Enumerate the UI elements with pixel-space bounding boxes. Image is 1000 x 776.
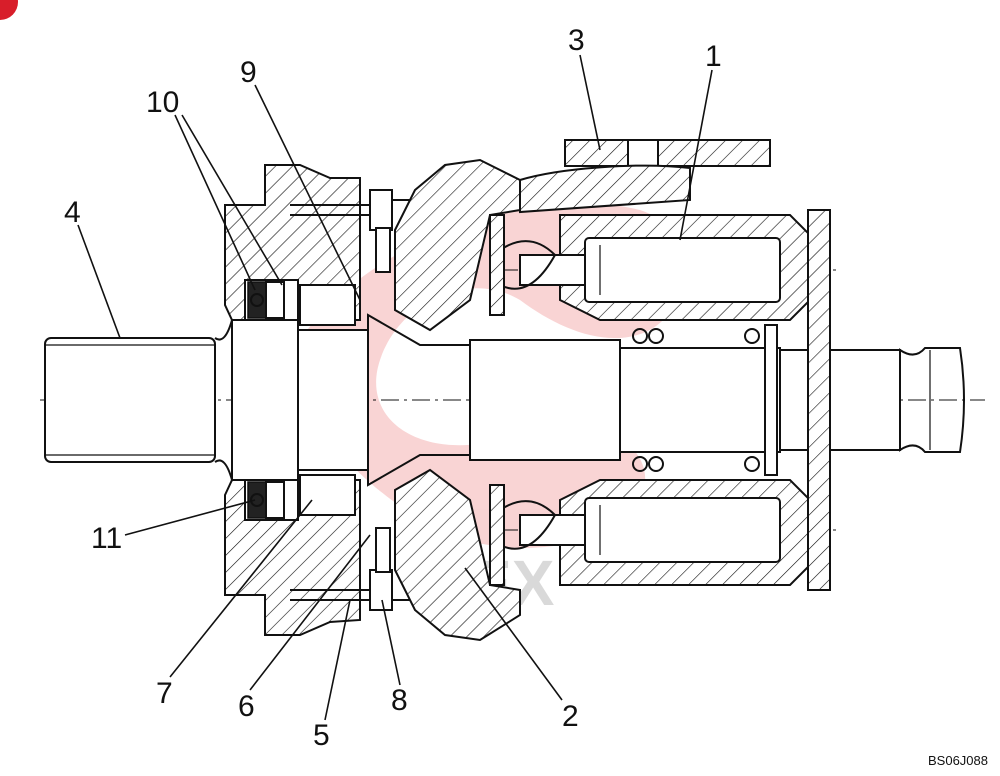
- leader-6: [249, 534, 371, 691]
- swash-plate: [394, 158, 521, 642]
- adjusting-screw-upper: [375, 227, 391, 273]
- shaft-seal-upper: [247, 281, 285, 319]
- leader-5: [324, 599, 351, 721]
- leader-4: [77, 224, 121, 339]
- document-code: BS06J088: [928, 753, 988, 768]
- leader-8: [381, 599, 401, 686]
- callout-8: 8: [391, 684, 408, 717]
- callout-4: 4: [64, 196, 81, 229]
- bearing-upper: [299, 284, 356, 326]
- leader-9: [254, 84, 361, 301]
- shaft-seal-lower: [247, 481, 285, 519]
- center-spring: [632, 324, 778, 476]
- leader-10b: [181, 114, 283, 286]
- adjusting-screw-lower: [375, 527, 391, 573]
- mounting-bracket: [519, 139, 771, 214]
- callout-5: 5: [313, 719, 330, 752]
- flange-bolt-upper: [290, 189, 413, 270]
- piston-upper: [499, 237, 781, 303]
- leader-7: [169, 499, 313, 678]
- retainer-plate: [489, 214, 505, 586]
- callout-9: 9: [240, 56, 257, 89]
- corner-logo-mark: [0, 0, 18, 20]
- piston-lower: [499, 497, 781, 563]
- callout-1: 1: [705, 40, 722, 73]
- callout-6: 6: [238, 690, 255, 723]
- callout-3: 3: [568, 24, 585, 57]
- callout-10: 10: [146, 86, 179, 119]
- leader-2: [464, 567, 563, 701]
- callout-7: 7: [156, 677, 173, 710]
- leader-11: [124, 499, 256, 536]
- leader-1: [679, 69, 713, 241]
- callout-11: 11: [91, 522, 122, 555]
- leader-3: [579, 54, 601, 151]
- drive-shaft: [44, 313, 965, 487]
- callout-2: 2: [562, 700, 579, 733]
- bearing-lower: [299, 474, 356, 516]
- leader-10a: [174, 114, 256, 291]
